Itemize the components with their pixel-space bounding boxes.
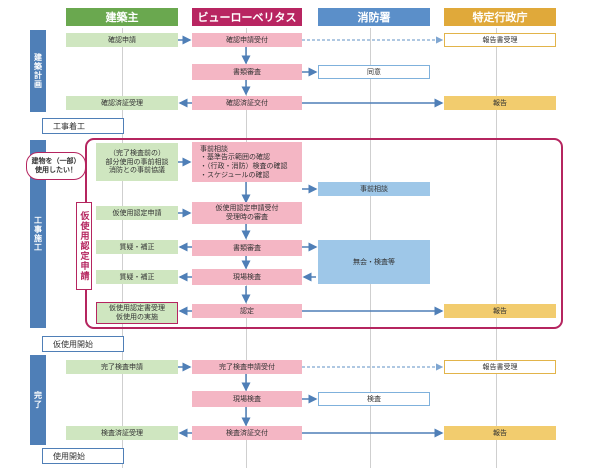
box-inspection: 検査 bbox=[318, 392, 430, 406]
box-final-receive: 完了検査申請受付 bbox=[192, 360, 302, 374]
box-pre-consult-bureau: 事前相談 ・基準告示範囲の確認 ・（行政・消防）検査の確認 ・スケジュールの確認 bbox=[192, 142, 302, 182]
header-bureau: ビューローベリタス bbox=[192, 8, 302, 26]
box-confirm-cert-receive: 確認済証受理 bbox=[66, 96, 178, 110]
milestone-start-temp-use: 仮使用開始 bbox=[42, 336, 124, 352]
phase-planning: 建築計画 bbox=[30, 30, 46, 112]
admin-column-line bbox=[496, 28, 497, 468]
box-final-cert-issue: 検査済証交付 bbox=[192, 426, 302, 440]
box-report-2: 報告 bbox=[444, 304, 556, 318]
temp-use-label: 仮使用認定申請 bbox=[76, 202, 92, 290]
callout-bubble: 建物を（一部） 使用したい！ bbox=[26, 152, 86, 180]
box-doc-review-1: 書類審査 bbox=[192, 64, 302, 80]
box-question-1: 質疑・補正 bbox=[96, 240, 178, 254]
box-temp-receive: 仮使用認定申請受付 受理時の審査 bbox=[192, 202, 302, 224]
box-consent: 同意 bbox=[318, 65, 430, 79]
box-report-3: 報告 bbox=[444, 426, 556, 440]
phase-completion: 完了 bbox=[30, 355, 46, 445]
header-admin: 特定行政庁 bbox=[444, 8, 556, 26]
phase-construction: 工事施工 bbox=[30, 140, 46, 328]
box-final-apply: 完了検査申請 bbox=[66, 360, 178, 374]
header-fire: 消防署 bbox=[318, 8, 430, 26]
box-doc-review-2: 書類審査 bbox=[192, 240, 302, 256]
milestone-start-use: 使用開始 bbox=[42, 448, 124, 464]
box-site-inspection-1: 現場検査 bbox=[192, 269, 302, 285]
box-fire-inspection: 無会・検査等 bbox=[318, 240, 430, 284]
box-pre-consult-fire: 事前相談 bbox=[318, 182, 430, 196]
box-temp-apply: 仮使用認定申請 bbox=[96, 206, 178, 220]
box-confirm-receive: 確認申請受付 bbox=[192, 33, 302, 47]
box-site-inspection-2: 現場検査 bbox=[192, 391, 302, 407]
box-report-1: 報告 bbox=[444, 96, 556, 110]
box-question-2: 質疑・補正 bbox=[96, 270, 178, 284]
box-temp-cert-receive: 仮使用認定書受理 仮使用の実施 bbox=[96, 302, 178, 324]
box-confirm-apply: 確認申請 bbox=[66, 33, 178, 47]
header-owner: 建築主 bbox=[66, 8, 178, 26]
box-report-receive-1: 報告書受理 bbox=[444, 33, 556, 47]
milestone-start-construction: 工事着工 bbox=[42, 118, 124, 134]
box-confirm-cert-issue: 確認済証交付 bbox=[192, 96, 302, 110]
box-approval: 認定 bbox=[192, 304, 302, 318]
box-final-cert-receive: 検査済証受理 bbox=[66, 426, 178, 440]
box-pre-consult-owner: （完了検査前の） 部分使用の事前相談 消防との事前協議 bbox=[96, 143, 178, 181]
box-report-receive-2: 報告書受理 bbox=[444, 360, 556, 374]
